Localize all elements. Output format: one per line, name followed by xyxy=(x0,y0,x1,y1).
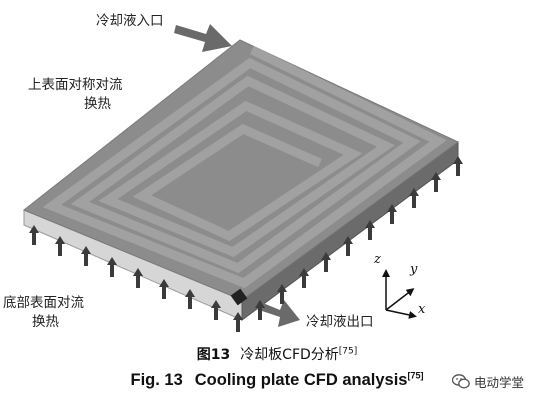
caption-cn-number: 图13 xyxy=(196,347,231,363)
convection-arrow-19 xyxy=(453,156,463,176)
x-axis-label: x xyxy=(418,302,426,317)
z-axis-label: z xyxy=(374,252,381,267)
coolant-inlet-arrow xyxy=(174,24,232,52)
convection-arrow-18 xyxy=(431,172,441,192)
convection-arrow-12 xyxy=(299,268,309,288)
y-axis-label: y xyxy=(410,262,418,277)
convection-arrow-17 xyxy=(409,188,419,208)
top-surface-label-line1: 上表面对称对流 xyxy=(28,77,123,93)
caption-cn-ref: [75] xyxy=(338,346,358,357)
caption-en-ref: [75] xyxy=(407,370,424,381)
watermark-text: 电动学堂 xyxy=(474,375,525,390)
convection-arrow-9 xyxy=(233,312,243,332)
bottom-surface-label-line2: 换热 xyxy=(32,314,59,330)
convection-arrow-7 xyxy=(185,289,195,309)
convection-arrow-3 xyxy=(81,246,91,266)
convection-arrow-5 xyxy=(133,268,143,288)
axis-triad xyxy=(382,269,417,319)
y-axis-line xyxy=(385,288,415,311)
caption-chinese: 图13 冷却板CFD分析[75] xyxy=(0,344,554,364)
caption-en-number: Fig. 13 xyxy=(130,371,183,389)
cooling-plate xyxy=(23,39,459,321)
coolant-outlet-arrow xyxy=(256,300,300,327)
convection-arrow-4 xyxy=(107,257,117,277)
convection-arrow-11 xyxy=(277,284,287,304)
convection-arrow-2 xyxy=(55,236,65,256)
bottom-convection-arrows xyxy=(29,156,463,332)
watermark: 电动学堂 xyxy=(452,372,524,391)
convection-arrow-1 xyxy=(29,225,39,245)
spiral-coolant-channel xyxy=(42,45,447,289)
caption-english: Fig. 13 Cooling plate CFD analysis[75] xyxy=(0,371,554,390)
caption-cn-text: 冷却板CFD分析 xyxy=(240,347,339,363)
convection-arrow-6 xyxy=(159,279,169,299)
convection-arrow-8 xyxy=(211,300,221,320)
outlet-port xyxy=(230,288,248,306)
convection-arrow-13 xyxy=(321,252,331,272)
convection-arrow-10 xyxy=(255,300,265,320)
convection-arrow-15 xyxy=(365,220,375,240)
convection-arrow-14 xyxy=(343,236,353,256)
convection-arrow-16 xyxy=(387,204,397,224)
wechat-logo-icon xyxy=(452,374,470,389)
caption-en-text: Cooling plate CFD analysis xyxy=(194,371,408,389)
top-surface-label-line2: 换热 xyxy=(84,96,111,112)
coolant-inlet-label: 冷却液入口 xyxy=(96,13,164,29)
bottom-surface-label-line1: 底部表面对流 xyxy=(3,295,84,311)
coolant-outlet-label: 冷却液出口 xyxy=(306,314,374,330)
x-axis-line xyxy=(385,309,417,319)
